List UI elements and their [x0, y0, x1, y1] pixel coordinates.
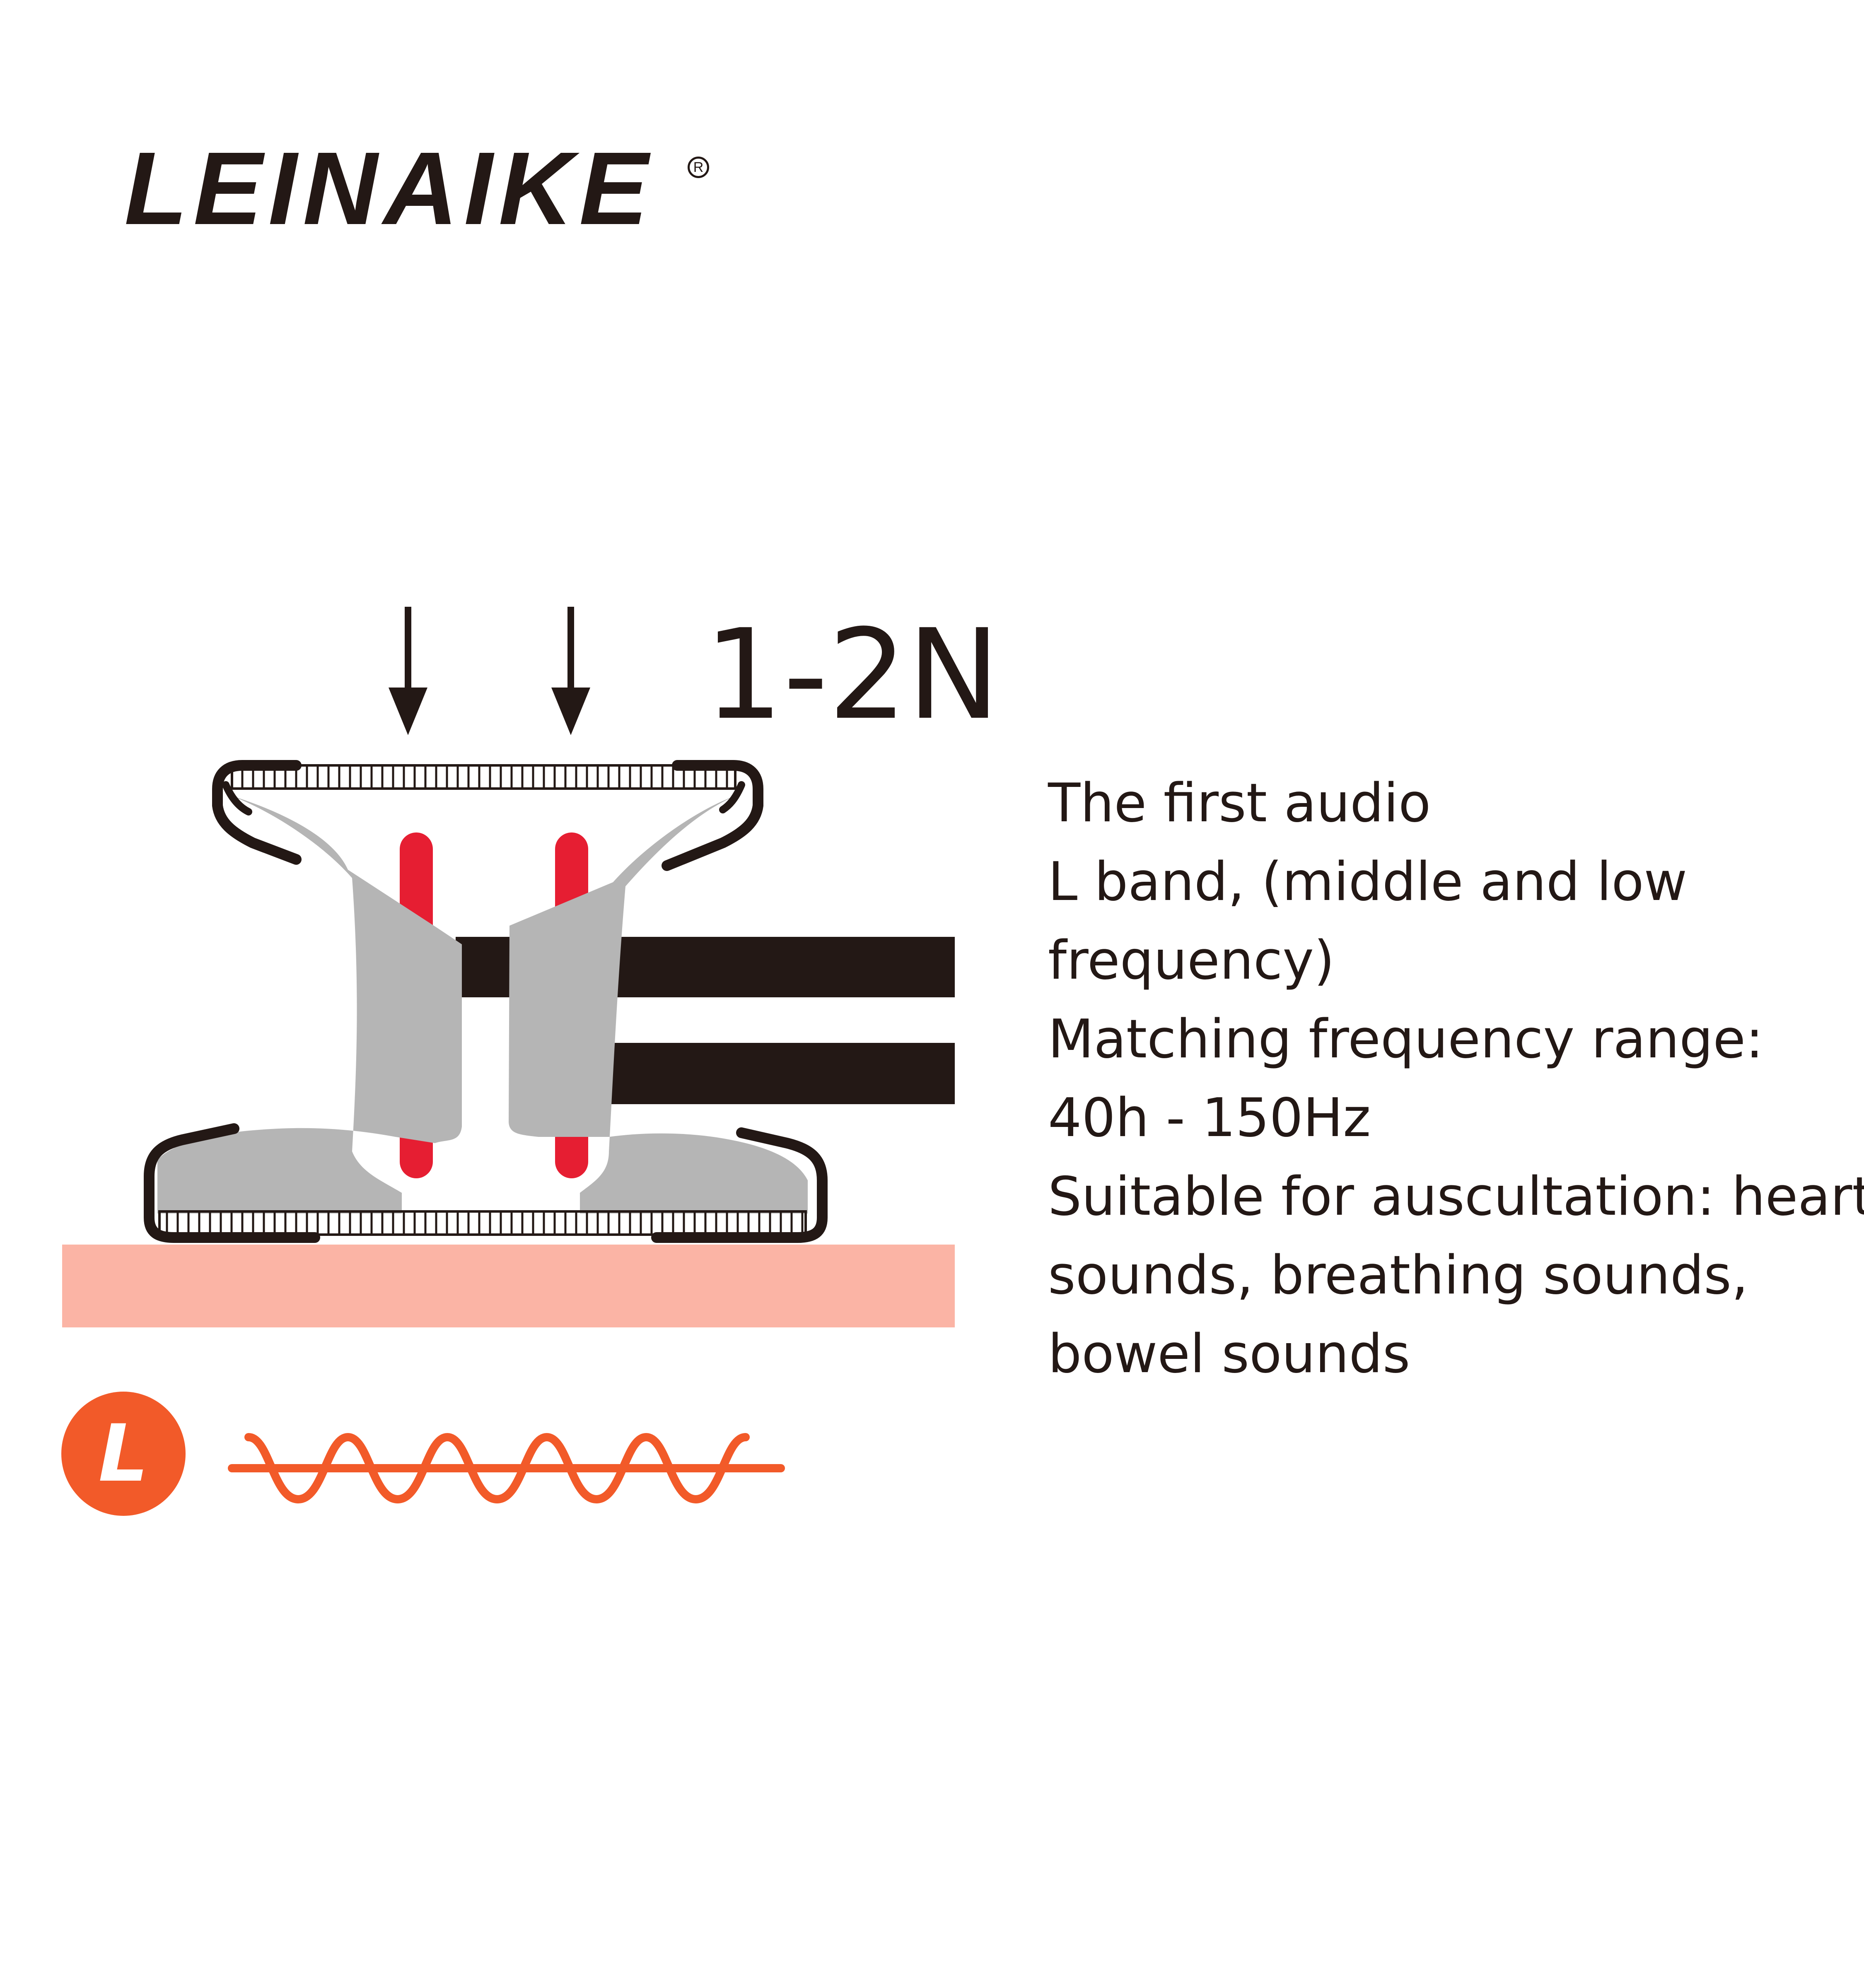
description-line: bowel sounds: [1048, 1323, 1410, 1385]
description-line: The first audio: [1048, 772, 1431, 834]
registered-mark: R: [688, 157, 709, 178]
bottom-diaphragm: [158, 1210, 807, 1236]
description-text: The first audio L band, (middle and low …: [1048, 764, 1864, 1394]
chestpiece-left-half: [157, 795, 462, 1214]
top-rim-left: [212, 760, 302, 865]
description-line: frequency): [1048, 930, 1335, 992]
top-diaphragm: [231, 764, 736, 790]
brand-logo: LEINAIKE: [124, 130, 654, 246]
top-rim-right-inner: [719, 781, 745, 813]
force-label: 1-2N: [704, 603, 1000, 747]
description-line: Suitable for auscultation: heart: [1048, 1166, 1864, 1228]
skin-layer: [62, 1245, 955, 1327]
top-rim-left-inner: [222, 781, 252, 815]
chestpiece-right-half: [509, 795, 808, 1214]
sound-wave: [228, 1433, 785, 1504]
bottom-rim-right: [651, 1127, 828, 1243]
force-arrow-right: [551, 607, 590, 735]
description-line: L band, (middle and low: [1048, 851, 1688, 913]
band-badge: L: [61, 1392, 186, 1516]
description-line: 40h - 150Hz: [1048, 1087, 1371, 1149]
description-line: Matching frequency range:: [1048, 1008, 1764, 1070]
top-rim-right: [662, 760, 763, 871]
force-arrow-left: [389, 607, 427, 735]
description-line: sounds, breathing sounds,: [1048, 1245, 1748, 1306]
tube-band-bottom: [601, 1043, 955, 1104]
bottom-rim-left: [144, 1123, 320, 1243]
